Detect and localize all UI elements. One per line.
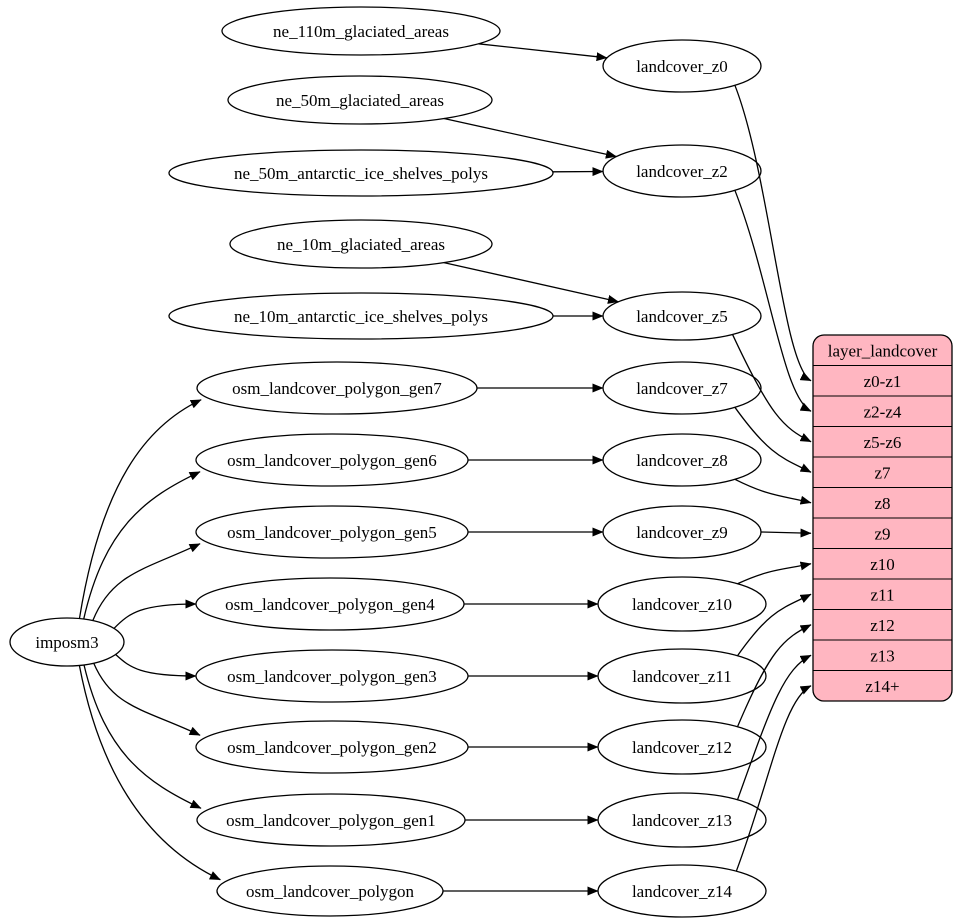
edge-ne_10m_glaciated_areas-to-landcover_z5 [443,261,619,304]
node-landcover_z5: landcover_z5 [602,291,762,341]
edge-ne_50m_glaciated_areas-to-landcover_z2 [443,117,617,159]
node-label-osm_landcover_polygon: osm_landcover_polygon [246,882,415,901]
node-label-landcover_z11: landcover_z11 [632,667,731,686]
node-label-osm_landcover_polygon_gen1: osm_landcover_polygon_gen1 [226,811,436,830]
edge-imposm3-to-osm_landcover_polygon [78,665,221,881]
node-ne_10m_glaciated_areas: ne_10m_glaciated_areas [229,219,493,269]
node-label-landcover_z9: landcover_z9 [636,523,728,542]
node-osm_landcover_polygon_gen5: osm_landcover_polygon_gen5 [195,505,469,559]
table-row-z5-z6: z5-z6 [864,433,902,452]
edge-imposm3-to-osm_landcover_polygon_gen7 [78,399,202,619]
node-label-ne_50m_glaciated_areas: ne_50m_glaciated_areas [276,91,444,110]
node-osm_landcover_polygon_gen7: osm_landcover_polygon_gen7 [196,361,478,415]
node-landcover_z7: landcover_z7 [602,361,762,415]
node-label-landcover_z13: landcover_z13 [632,811,732,830]
table-row-z0-z1: z0-z1 [864,372,902,391]
node-ne_10m_antarctic_ice_shelves_polys: ne_10m_antarctic_ice_shelves_polys [168,292,554,340]
node-label-osm_landcover_polygon_gen6: osm_landcover_polygon_gen6 [227,451,437,470]
table-row-z9: z9 [874,524,890,543]
edge-landcover_z0-to-z0-z1 [734,85,812,382]
table-row-z11: z11 [871,585,895,604]
edge-landcover_z10-to-z10 [737,561,812,585]
edge-landcover_z5-to-z5-z6 [731,334,812,443]
edge-ne_110m_glaciated_areas-to-landcover_z0 [478,43,608,62]
node-landcover_z10: landcover_z10 [597,576,767,632]
node-landcover_z0: landcover_z0 [602,39,762,93]
node-ellipse-ne_50m_antarctic_ice_shelves_polys [168,149,554,197]
table-row-z13: z13 [870,646,895,665]
node-landcover_z8: landcover_z8 [602,433,762,487]
node-landcover_z11: landcover_z11 [597,648,767,704]
node-label-osm_landcover_polygon_gen3: osm_landcover_polygon_gen3 [227,667,437,686]
node-label-landcover_z14: landcover_z14 [632,882,733,901]
node-osm_landcover_polygon: osm_landcover_polygon [216,865,444,917]
edge-landcover_z2-to-z2-z4 [734,190,812,412]
node-landcover_z14: landcover_z14 [597,864,767,918]
node-label-landcover_z8: landcover_z8 [636,451,728,470]
edge-landcover_z14-to-z14+ [735,685,812,872]
node-label-osm_landcover_polygon_gen4: osm_landcover_polygon_gen4 [225,595,435,614]
node-ellipse-ne_10m_glaciated_areas [229,219,493,269]
node-label-landcover_z7: landcover_z7 [636,379,728,398]
node-ellipse-imposm3 [9,617,125,667]
table-title: layer_landcover [828,341,938,360]
node-ne_50m_antarctic_ice_shelves_polys: ne_50m_antarctic_ice_shelves_polys [168,149,554,197]
table-row-z14+: z14+ [865,677,899,696]
node-osm_landcover_polygon_gen6: osm_landcover_polygon_gen6 [195,433,469,487]
node-label-landcover_z2: landcover_z2 [636,162,728,181]
edge-imposm3-to-osm_landcover_polygon_gen6 [83,471,201,620]
node-ellipse-ne_110m_glaciated_areas [221,6,501,56]
edge-imposm3-to-osm_landcover_polygon_gen1 [83,664,202,809]
node-landcover_z13: landcover_z13 [597,792,767,848]
node-ellipse-ne_50m_glaciated_areas [227,75,493,125]
node-label-osm_landcover_polygon_gen2: osm_landcover_polygon_gen2 [227,738,437,757]
node-landcover_z9: landcover_z9 [602,505,762,559]
node-ne_110m_glaciated_areas: ne_110m_glaciated_areas [221,6,501,56]
node-label-ne_110m_glaciated_areas: ne_110m_glaciated_areas [273,22,449,41]
node-label-landcover_z5: landcover_z5 [636,307,728,326]
node-landcover_z2: landcover_z2 [602,144,762,198]
edge-imposm3-to-osm_landcover_polygon_gen2 [93,662,201,736]
table-layer_landcover: layer_landcover z0-z1 z2-z4 z5-z6 z7 z8 z9 z10 z… [812,334,953,702]
table-row-z8: z8 [874,494,890,513]
node-landcover_z12: landcover_z12 [597,719,767,775]
node-imposm3: imposm3 [9,617,125,667]
node-osm_landcover_polygon_gen2: osm_landcover_polygon_gen2 [195,720,469,774]
edge-landcover_z13-to-z13 [736,654,812,800]
node-label-landcover_z0: landcover_z0 [636,57,728,76]
node-label-osm_landcover_polygon_gen7: osm_landcover_polygon_gen7 [232,379,442,398]
node-ellipse-landcover_z0 [602,39,762,93]
table-row-z2-z4: z2-z4 [864,402,902,421]
edge-landcover_z9-to-z9 [760,528,812,538]
node-label-ne_10m_glaciated_areas: ne_10m_glaciated_areas [277,235,445,254]
edge-landcover_z11-to-z11 [736,593,812,657]
table-row-z12: z12 [870,616,895,635]
node-label-ne_10m_antarctic_ice_shelves_polys: ne_10m_antarctic_ice_shelves_polys [234,307,488,326]
node-osm_landcover_polygon_gen3: osm_landcover_polygon_gen3 [195,649,469,703]
edge-imposm3-to-osm_landcover_polygon_gen5 [92,543,201,621]
edge-imposm3-to-osm_landcover_polygon_gen4 [113,599,197,629]
node-label-imposm3: imposm3 [35,633,98,652]
node-label-landcover_z12: landcover_z12 [632,738,732,757]
edge-landcover_z12-to-z12 [736,624,812,727]
node-osm_landcover_polygon_gen1: osm_landcover_polygon_gen1 [196,793,466,847]
node-ne_50m_glaciated_areas: ne_50m_glaciated_areas [227,75,493,125]
edge-landcover_z8-to-z8 [734,478,812,505]
node-label-landcover_z10: landcover_z10 [632,595,732,614]
table-row-z10: z10 [870,555,895,574]
node-osm_landcover_polygon_gen4: osm_landcover_polygon_gen4 [195,577,465,631]
edge-landcover_z7-to-z7 [734,406,812,473]
node-label-ne_50m_antarctic_ice_shelves_polys: ne_50m_antarctic_ice_shelves_polys [234,164,488,183]
node-label-osm_landcover_polygon_gen5: osm_landcover_polygon_gen5 [227,523,437,542]
edge-imposm3-to-osm_landcover_polygon_gen3 [115,654,197,681]
table-row-z7: z7 [874,463,891,482]
